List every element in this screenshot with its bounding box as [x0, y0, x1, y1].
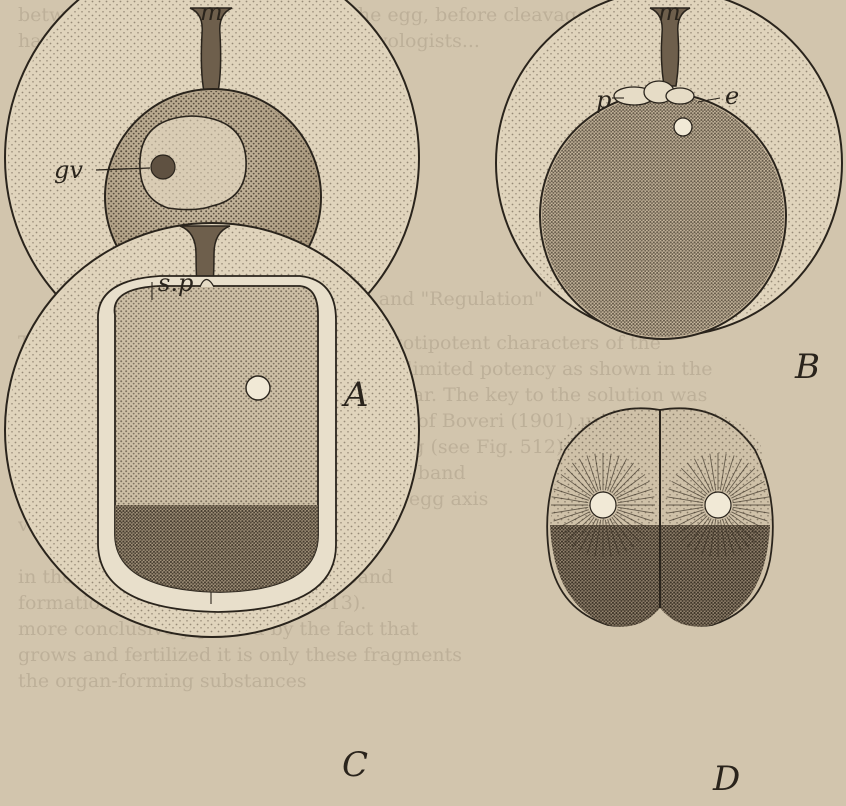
panel-b-label-e: e [725, 84, 739, 108]
panel-c-nucleus [246, 376, 270, 400]
panel-b [496, 0, 842, 339]
panel-a-label-gv: gv [54, 158, 83, 182]
panel-a-letter: A [344, 378, 369, 412]
panel-c-label-sp: s.p [158, 271, 193, 295]
panel-b-polar-body-3 [666, 88, 694, 104]
panel-c [5, 223, 419, 637]
panel-c-letter: C [342, 748, 368, 782]
panel-d-nucleus-left [590, 492, 616, 518]
panel-b-egg-stipple [542, 95, 784, 337]
panel-b-egg-nucleus [674, 118, 692, 136]
panel-d-nucleus-right [705, 492, 731, 518]
panel-b-label-p: p [596, 88, 611, 112]
panel-a-nucleolus [151, 155, 175, 179]
panel-b-letter: B [795, 350, 820, 384]
panel-b-label-m: m [658, 0, 681, 24]
panel-d [547, 408, 773, 627]
panel-d-letter: D [713, 762, 740, 796]
panel-a-label-m: m [200, 0, 223, 24]
